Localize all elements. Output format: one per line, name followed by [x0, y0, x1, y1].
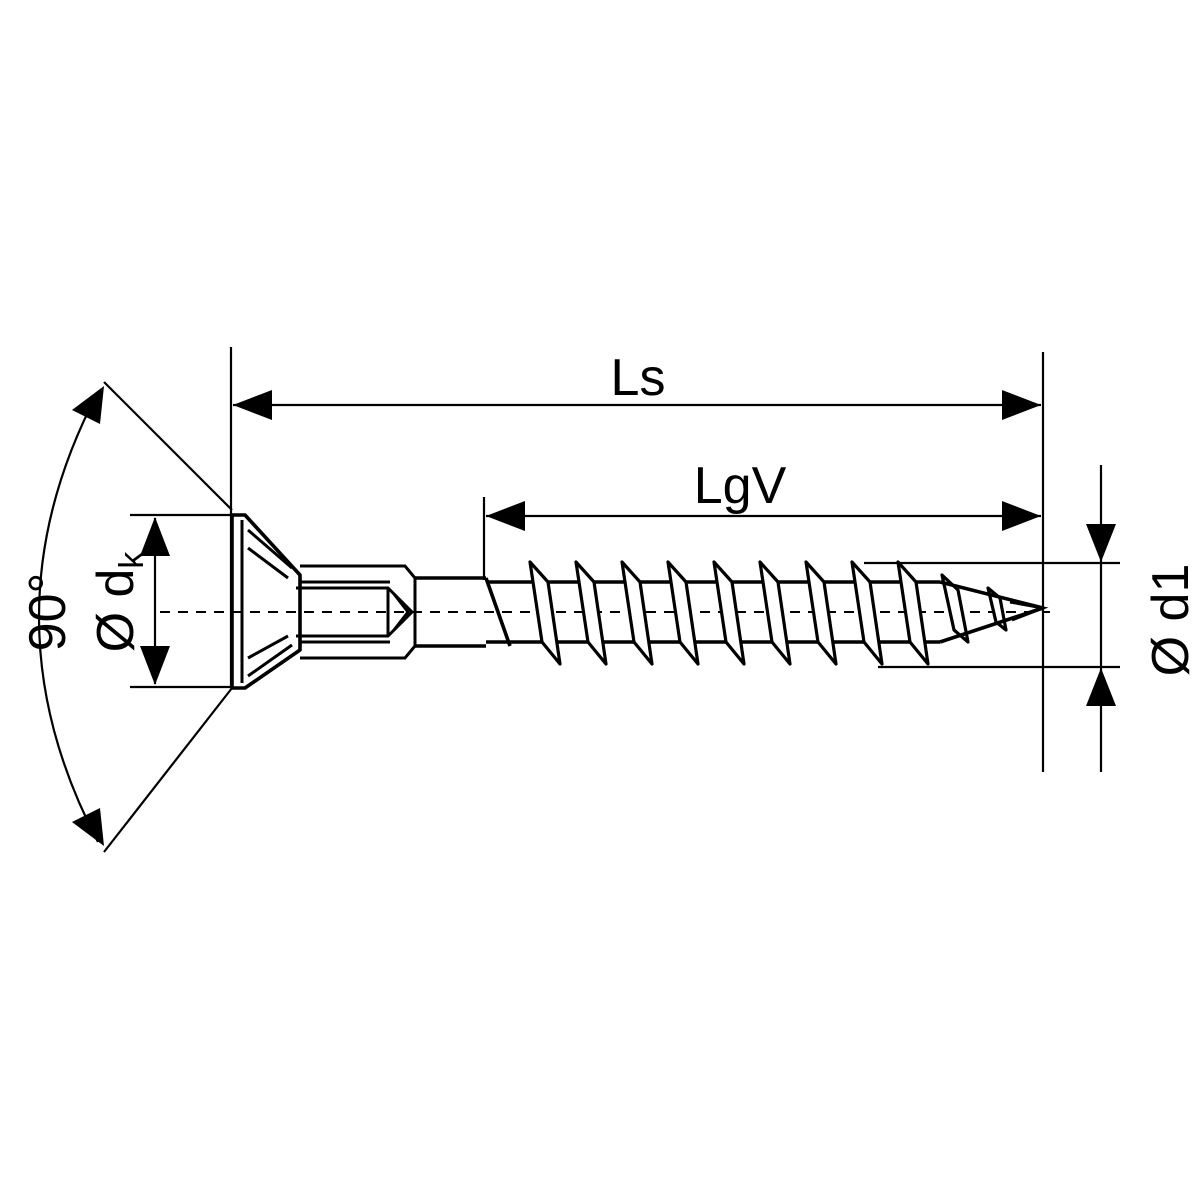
- dk-arrow-top: [140, 517, 170, 556]
- dimension-ls: Ls: [233, 349, 1041, 420]
- d1-arrow-top: [1086, 524, 1116, 562]
- dk-arrow-bottom: [140, 646, 170, 685]
- ls-arrow-right: [1002, 390, 1041, 420]
- angle-arrow-top: [72, 386, 104, 424]
- dimension-lgv: LgV: [486, 457, 1041, 531]
- ls-arrow-left: [233, 390, 272, 420]
- ls-label: Ls: [611, 349, 666, 407]
- screw-threads: [528, 560, 1008, 666]
- lgv-label: LgV: [694, 457, 787, 515]
- extension-lines: [130, 347, 1120, 772]
- dimension-head-diameter: Ø dk: [87, 517, 170, 685]
- d1-arrow-bottom: [1086, 668, 1116, 706]
- lgv-arrow-right: [1002, 501, 1041, 531]
- dimension-thread-diameter: Ø d1: [1086, 524, 1200, 706]
- screw-shank: [415, 576, 486, 648]
- screw: [160, 513, 1050, 690]
- head-diameter-symbol: Ø d: [87, 569, 145, 653]
- thread-diameter-label: Ø d1: [1142, 564, 1200, 677]
- screw-tip: [939, 580, 1049, 644]
- angle-arrow-bottom: [72, 808, 104, 846]
- head-diameter-label: Ø dk: [87, 551, 151, 653]
- head-diameter-subscript: k: [113, 551, 151, 569]
- screw-head: [230, 513, 417, 690]
- lgv-arrow-left: [486, 501, 525, 531]
- head-angle-label: 90°: [19, 573, 77, 652]
- dimension-head-angle: 90°: [19, 381, 233, 853]
